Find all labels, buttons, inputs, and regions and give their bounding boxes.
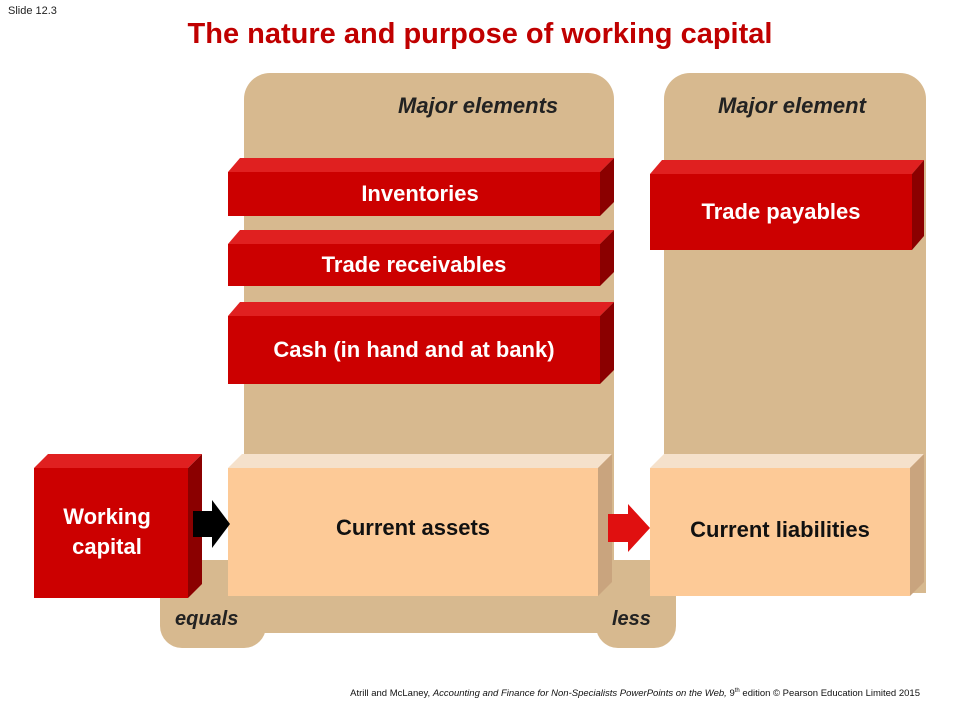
trade-receivables-box-shape [228,230,614,286]
assets-column-header: Major elements [398,93,559,118]
inventories-label: Inventories [361,181,479,206]
working-capital-label: Working capital [40,490,174,574]
equals-label: equals [175,608,239,630]
cash-box-shape [228,302,614,384]
working-capital-line1: Working [63,504,151,529]
liabilities-column-header: Major element [718,93,866,118]
current-liabilities-label: Current liabilities [690,517,870,542]
footer-edition-suffix: th [734,688,740,694]
footer-edition-number: 9 [729,688,735,700]
current-liabilities-box-shape [650,454,924,596]
trade-payables-label: Trade payables [701,199,861,224]
footer-citation: Atrill and McLaney, Accounting and Finan… [270,688,920,699]
cash-label: Cash (in hand and at bank) [273,337,555,362]
current-assets-box-shape [228,454,612,596]
slide-title: The nature and purpose of working capita… [187,18,773,50]
trade-receivables-label: Trade receivables [321,252,507,277]
less-label: less [612,608,651,630]
current-assets-label: Current assets [335,515,491,540]
trade-payables-box-shape [650,160,924,250]
equals-arrow-icon [193,500,230,548]
footer-authors: Atrill and McLaney, [350,688,431,700]
working-capital-line2: capital [72,534,142,559]
less-arrow-icon [608,504,650,552]
inventories-box-shape [228,158,614,216]
slide-number: Slide 12.3 [8,5,57,17]
working-capital-box-shape [34,454,202,598]
footer-book-title: Accounting and Finance for Non-Specialis… [432,688,727,700]
footer-rest: edition © Pearson Education Limited 2015 [742,688,920,700]
